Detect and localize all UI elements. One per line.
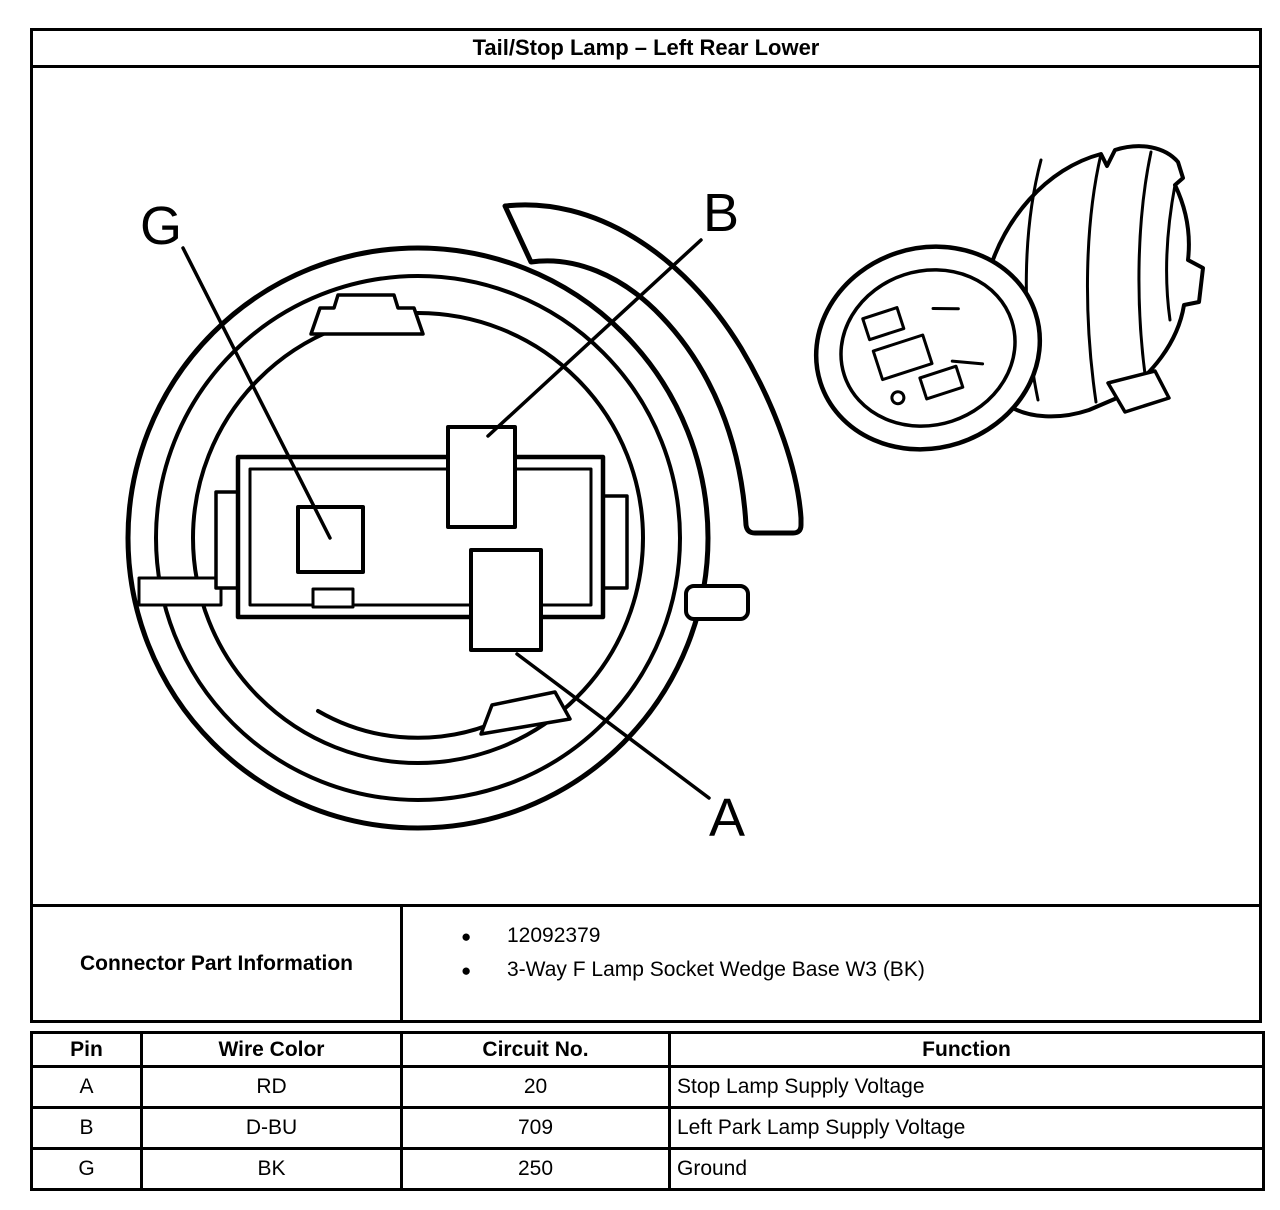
- cell-wire-color: BK: [140, 1147, 403, 1191]
- table-row-pin-a: A RD 20 Stop Lamp Supply Voltage: [30, 1065, 1265, 1109]
- connector-diagram-svg: G B A: [125, 144, 1205, 848]
- handle-band: [502, 202, 804, 536]
- cell-circuit-no: 250: [400, 1147, 671, 1191]
- connector-part-info-label-cell: Connector Part Information: [33, 907, 403, 1020]
- leader-line-a: [515, 652, 711, 800]
- col-header-function: Function: [668, 1031, 1265, 1068]
- connector-body: [235, 454, 606, 620]
- pin-label-a: A: [709, 788, 745, 848]
- perspective-view: [813, 144, 1205, 452]
- cell-circuit-no: 20: [400, 1065, 671, 1109]
- col-header-wire-color: Wire Color: [140, 1031, 403, 1068]
- outer-ring: [125, 245, 711, 831]
- face-terminal-details: [861, 306, 985, 406]
- connector-part-info-label: Connector Part Information: [79, 951, 353, 975]
- front-view: G B A: [125, 183, 804, 848]
- cell-function: Stop Lamp Supply Voltage: [668, 1065, 1265, 1109]
- connector-part-info-section: Connector Part Information ● 12092379 ● …: [30, 907, 1262, 1023]
- connector-diagram: G B A: [30, 68, 1262, 907]
- pin-table-header-row: Pin Wire Color Circuit No. Function: [30, 1031, 1265, 1068]
- part-number: 12092379: [507, 924, 601, 947]
- pin-label-g: G: [140, 196, 182, 256]
- part-description: 3-Way F Lamp Socket Wedge Base W3 (BK): [507, 958, 925, 981]
- title-bar: Tail/Stop Lamp – Left Rear Lower: [30, 28, 1262, 68]
- leader-line-b: [486, 238, 703, 438]
- table-row-pin-b: B D-BU 709 Left Park Lamp Supply Voltage: [30, 1106, 1265, 1150]
- cell-pin: G: [30, 1147, 143, 1191]
- cell-function: Ground: [668, 1147, 1265, 1191]
- part-number-item: ● 12092379: [461, 919, 1249, 953]
- pin-b-cavity: [446, 425, 517, 529]
- col-header-circuit-no: Circuit No.: [400, 1031, 671, 1068]
- table-row-pin-g: G BK 250 Ground: [30, 1147, 1265, 1191]
- col-header-pin: Pin: [30, 1031, 143, 1068]
- key-tab: [309, 293, 425, 336]
- pin-table: Pin Wire Color Circuit No. Function A RD…: [30, 1031, 1265, 1191]
- bottom-tab: [479, 690, 572, 736]
- leader-line-g: [181, 246, 332, 540]
- bullet-icon: ●: [461, 961, 472, 980]
- terminal-wedge: [1106, 369, 1171, 414]
- body-detail-rect: [311, 587, 355, 609]
- bullet-icon: ●: [461, 927, 472, 946]
- cell-pin: B: [30, 1106, 143, 1150]
- side-protrusion: [684, 584, 750, 621]
- cell-pin: A: [30, 1065, 143, 1109]
- cell-wire-color: RD: [140, 1065, 403, 1109]
- left-slot: [137, 576, 223, 607]
- table-gap: [30, 1023, 1262, 1031]
- connector-body-inner: [248, 467, 593, 607]
- pin-label-b: B: [703, 183, 739, 243]
- cell-circuit-no: 709: [400, 1106, 671, 1150]
- inner-ring: [191, 311, 645, 765]
- connector-part-info-value-cell: ● 12092379 ● 3-Way F Lamp Socket Wedge B…: [403, 907, 1259, 1020]
- cell-function: Left Park Lamp Supply Voltage: [668, 1106, 1265, 1150]
- pin-a-cavity: [469, 548, 543, 652]
- part-description-item: ● 3-Way F Lamp Socket Wedge Base W3 (BK): [461, 953, 1249, 987]
- mid-ring: [154, 274, 682, 802]
- cell-wire-color: D-BU: [140, 1106, 403, 1150]
- page-title: Tail/Stop Lamp – Left Rear Lower: [472, 35, 820, 60]
- page: Tail/Stop Lamp – Left Rear Lower: [30, 28, 1265, 1191]
- connector-part-info-list: ● 12092379 ● 3-Way F Lamp Socket Wedge B…: [461, 919, 1249, 987]
